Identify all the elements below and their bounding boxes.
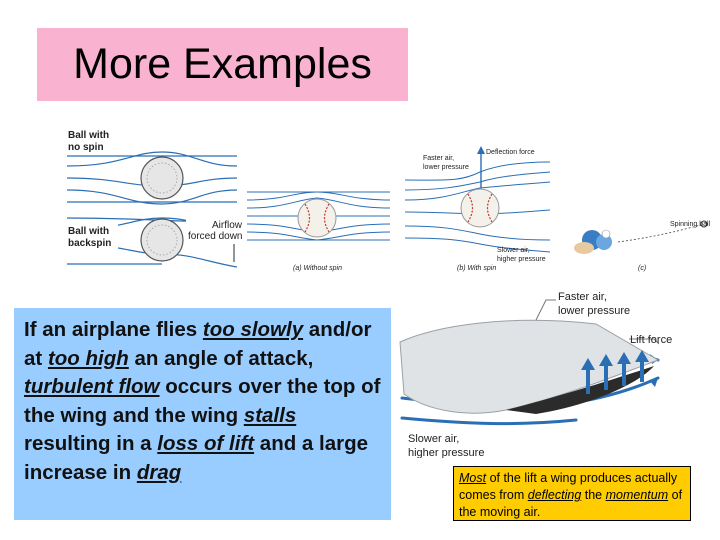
caption-with-spin: (b) With spin [457,265,496,272]
text-seg-2: and/or at [24,318,372,370]
label-ball-no-spin-1: Ball with [68,130,109,141]
label-ball-backspin-2: backspin [68,238,111,249]
text-emph-loss-of-lift: loss of lift [157,432,255,455]
text-emph-too-slowly: too slowly [202,318,304,341]
stall-explanation-box: If an airplane flies too slowly and/or a… [14,308,391,520]
text-emph-drag: drag [136,460,182,484]
label-slower-air-2: higher pressure [497,256,546,263]
pitcher-hand-icon [574,229,612,254]
label-faster-air-2: lower pressure [423,164,469,171]
note-seg-2: the [581,488,606,502]
baseball-with-spin [460,188,500,228]
lift-note-box: Most of the lift a wing produces actuall… [453,466,691,521]
text-seg-3: an angle of attack, [128,346,314,370]
label-wing-slower-air-2: higher pressure [408,447,484,458]
text-emph-stalls: stalls [243,403,297,427]
note-seg-3: of the moving air. [459,488,683,519]
text-emph-turbulent-flow: turbulent flow [24,375,160,398]
text-seg-4: occurs over the top of the wing and the … [24,375,381,427]
text-emph-too-high: too high [47,346,129,370]
label-lift-force: Lift force [630,334,672,346]
note-emph-momentum: momentum [605,488,669,502]
label-faster-air-1: Faster air, [423,155,454,162]
wing-lift-figure: Faster air, lower pressure Lift force Sl… [399,291,672,458]
wing-shape [399,319,660,414]
label-ball-backspin-1: Ball with [68,226,109,237]
spinning-ball-icon [700,220,708,228]
label-airflow-2: forced down [188,231,242,242]
label-slower-air-1: Slower air, [497,247,530,254]
golf-ball-airflow-figure: Ball with no spin Ball with backspin Air… [66,124,242,268]
label-wing-faster-air-1: Faster air, [558,291,607,303]
slide-title: More Examples [73,40,372,88]
label-airflow-1: Airflow [212,220,242,231]
note-emph-most: Most [459,471,487,485]
note-emph-deflecting: deflecting [527,488,582,502]
title-box: More Examples [37,28,408,101]
baseball-airflow-figure: Deflection force Faster air, lower press… [246,146,551,272]
caption-c: (c) [638,265,646,272]
label-wing-slower-air-1: Slower air, [408,433,459,445]
label-spinning-ball: Spinning ball [670,221,711,228]
spinning-ball-figure: Spinning ball (c) [574,220,711,272]
label-deflection-force: Deflection force [486,149,535,156]
label-ball-no-spin-2: no spin [68,142,104,153]
text-seg-6: and a large increase in [24,432,369,484]
text-seg-5: resulting in a [24,432,158,455]
note-seg-1: of the lift a wing produces actually com… [459,471,678,502]
label-wing-faster-air-2: lower pressure [558,305,630,317]
baseball-no-spin [297,198,337,238]
caption-without-spin: (a) Without spin [293,265,342,272]
text-seg-1: If an airplane flies [24,318,203,341]
